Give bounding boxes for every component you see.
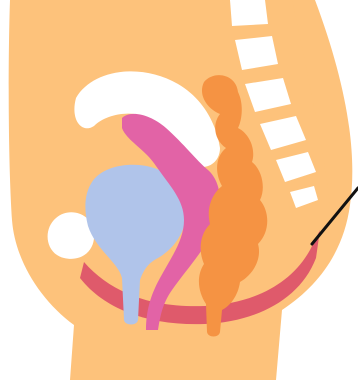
vertebra — [230, 0, 268, 26]
vertebra — [235, 36, 278, 70]
